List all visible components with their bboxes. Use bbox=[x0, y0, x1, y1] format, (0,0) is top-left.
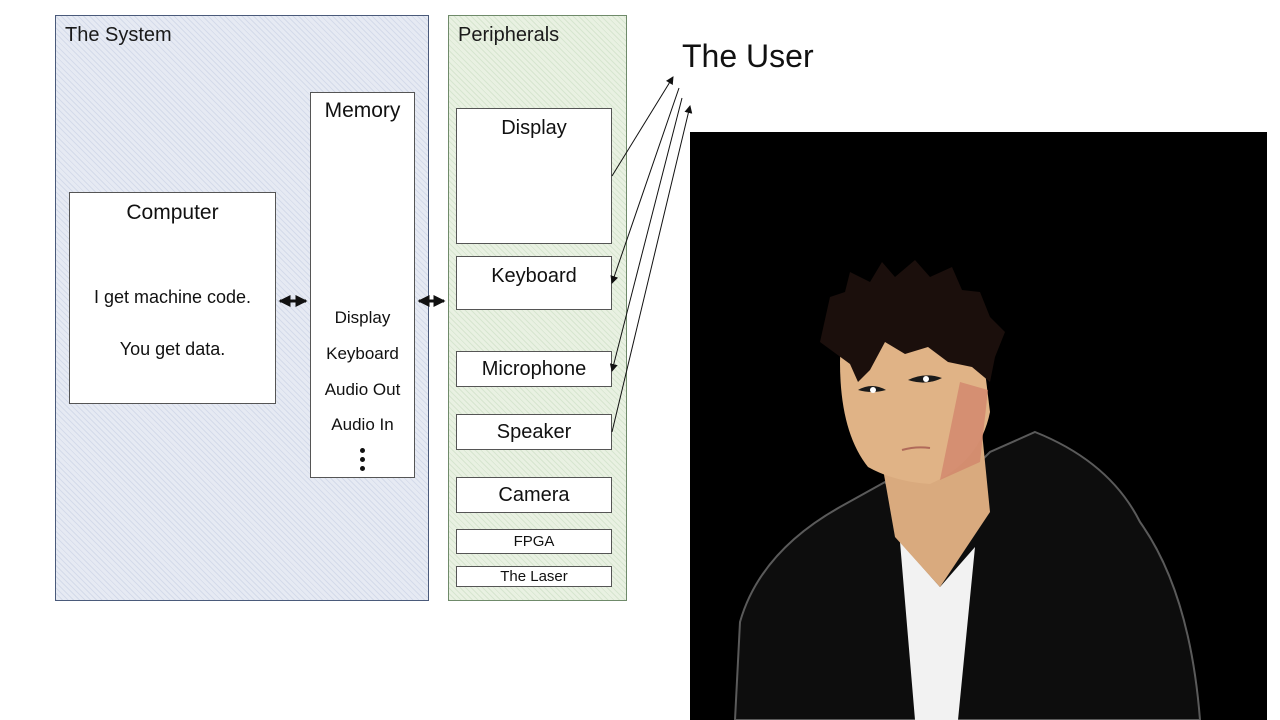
computer-line-1: I get machine code. bbox=[93, 287, 252, 307]
user-title: The User bbox=[682, 38, 814, 74]
peripherals-title: Peripherals bbox=[458, 24, 560, 46]
user-to-microphone-arrow bbox=[609, 97, 683, 372]
user-avatar bbox=[690, 132, 1267, 720]
peripheral-fpga: FPGA bbox=[456, 529, 612, 554]
peripheral-microphone: Microphone bbox=[456, 351, 612, 387]
peripheral-display: Display bbox=[456, 108, 612, 244]
display-to-user-arrow bbox=[611, 76, 674, 177]
memory-cell bbox=[310, 263, 415, 302]
memory-cell-display: Display bbox=[310, 301, 415, 336]
speaker-to-user-arrow bbox=[611, 105, 693, 433]
computer-line-2: You get data. bbox=[119, 339, 226, 359]
peripheral-camera: Camera bbox=[456, 477, 612, 513]
peripheral-laser: The Laser bbox=[456, 566, 612, 587]
computer-box: Computer I get machine code. You get dat… bbox=[69, 192, 276, 404]
avatar-illustration bbox=[690, 132, 1267, 720]
memory-cell bbox=[310, 191, 415, 231]
vertical-ellipsis-icon bbox=[360, 447, 365, 471]
peripheral-keyboard: Keyboard bbox=[456, 256, 612, 310]
computer-title: Computer bbox=[126, 201, 219, 224]
memory-cell bbox=[310, 158, 415, 192]
memory-cell-audio-in: Audio In bbox=[310, 408, 415, 442]
memory-cell-audio-out: Audio Out bbox=[310, 372, 415, 409]
peripheral-speaker: Speaker bbox=[456, 414, 612, 450]
memory-header: Memory bbox=[310, 92, 415, 159]
memory-more-cell bbox=[310, 441, 415, 478]
user-to-keyboard-arrow bbox=[610, 87, 680, 284]
system-title: The System bbox=[65, 24, 172, 46]
